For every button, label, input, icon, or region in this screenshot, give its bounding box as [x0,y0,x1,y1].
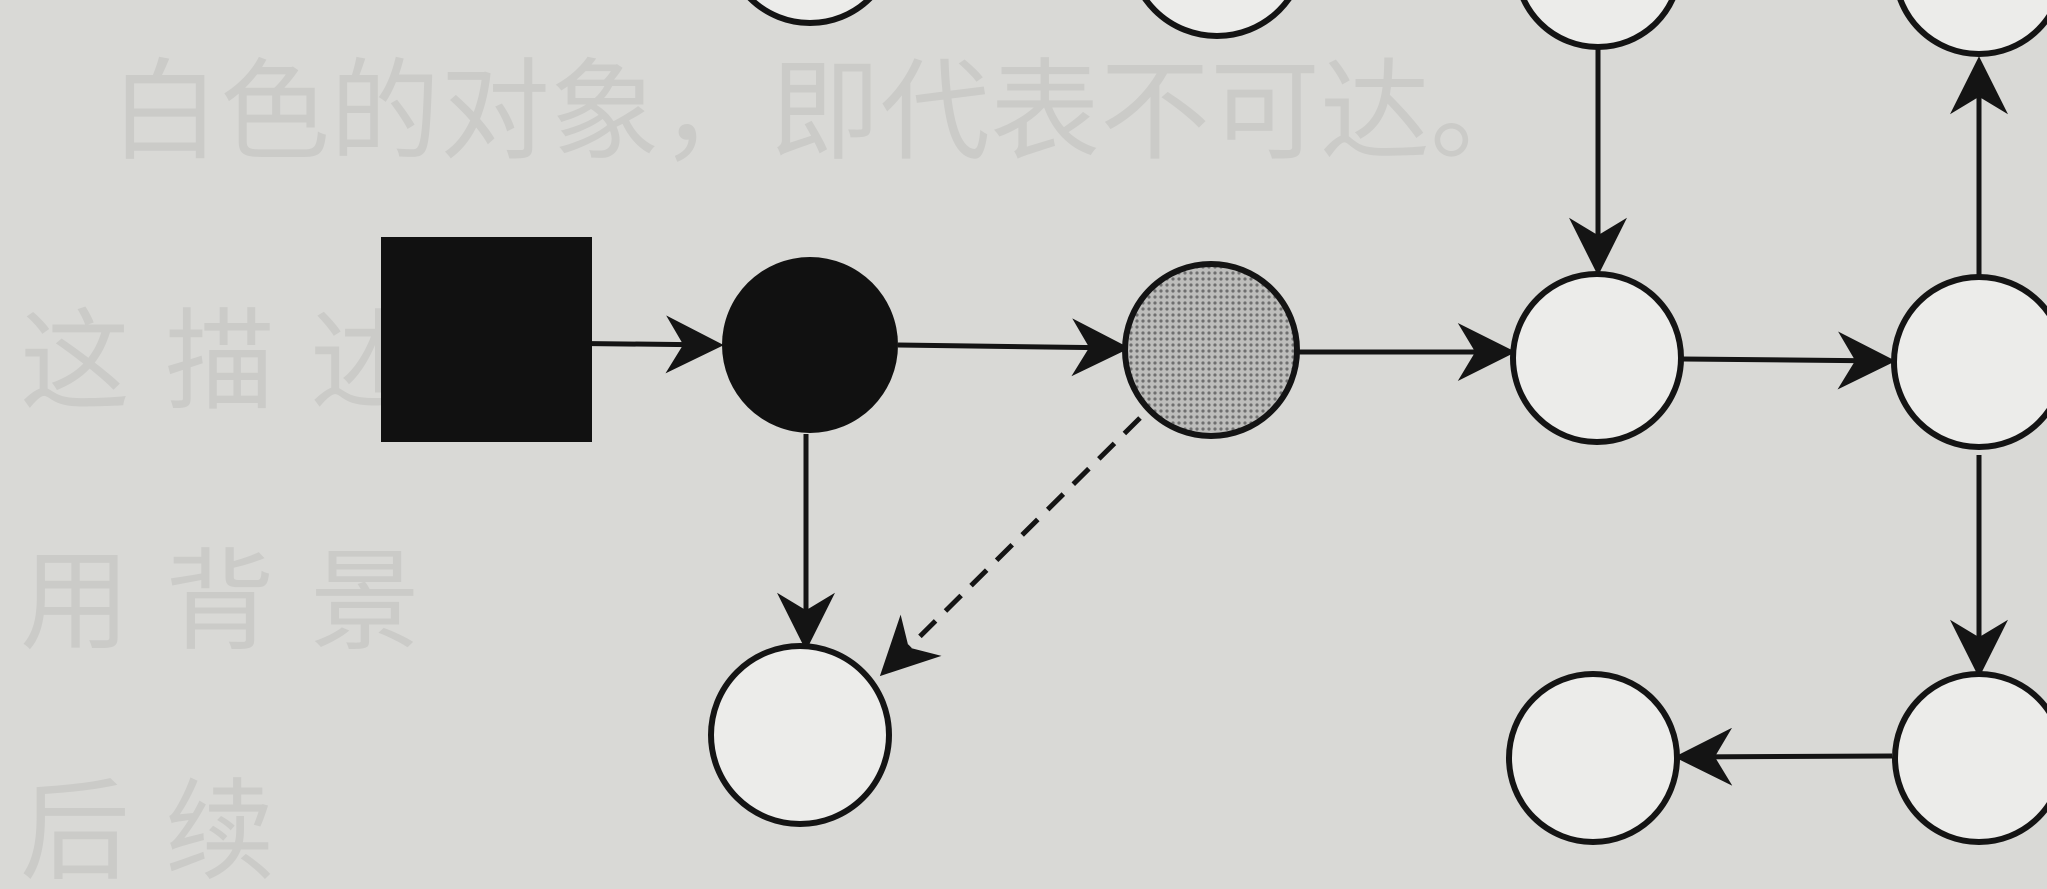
white-node-5 [1506,671,1680,845]
white-node-top-d [1897,0,2047,57]
show-through-text: 白色的对象，即代表不可达。 这 描 述 用 背 景 后 续 [20,48,1540,889]
ghost-row-1: 白色的对象，即代表不可达。 [110,48,1540,176]
ghost-row-4: 后 续 [20,768,275,889]
root-square-node [381,237,592,442]
white-node-3 [1891,274,2047,450]
edge-white-4-to-white-5 [1674,727,1893,786]
white-node-4 [1892,671,2047,845]
gray-node [1122,261,1300,439]
edge-black-to-gray [897,318,1130,377]
white-node-2 [708,643,892,827]
ghost-row-3: 用 背 景 [20,538,420,666]
black-node [722,257,898,433]
edge-gray-to-white-2-dashed [879,416,1142,677]
ghost-row-2: 这 描 述 [20,298,420,426]
white-node-top-b [1142,0,1292,39]
white-node-top-c [1520,0,1676,50]
white-node-1 [1510,271,1684,445]
edge-white-1-to-white-3 [1682,331,1896,390]
white-node-top-a [747,0,873,26]
